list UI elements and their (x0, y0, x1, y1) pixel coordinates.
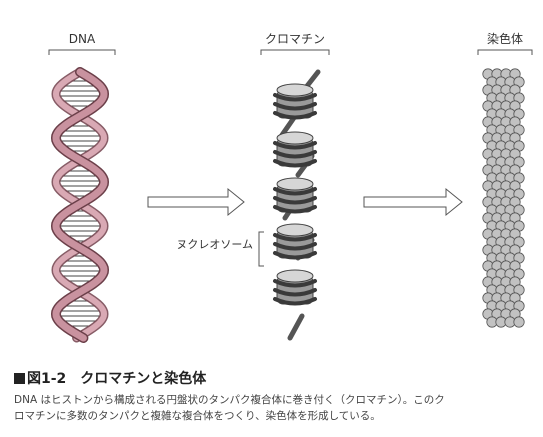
caption-line-2: ロマチンに多数のタンパクと複雑な複合体をつくり、染色体を形成している。 (14, 408, 543, 424)
caption-heading: クロマチンと染色体 (80, 371, 206, 387)
caption-marker (14, 373, 25, 384)
chromosome-beads (483, 69, 524, 327)
caption-title: 図1-2 クロマチンと染色体 (14, 368, 206, 388)
arrow-chromatin-to-chromosome (364, 189, 462, 215)
nucleosome-label: ヌクレオソーム (176, 238, 253, 251)
caption-line-1: DNA はヒストンから構成される円盤状のタンパク複合体に巻き付く（クロマチン）。… (14, 392, 543, 408)
nucleosome (275, 84, 315, 118)
dna-group: DNA (49, 32, 115, 338)
dna-label: DNA (69, 32, 96, 46)
dna-bracket (49, 50, 115, 55)
chromatin-label: クロマチン (265, 32, 325, 46)
figure-number: 図1-2 (27, 371, 66, 387)
chromatin-group: クロマチン ヌクレオソーム (176, 32, 329, 338)
figure-caption: 図1-2 クロマチンと染色体 DNA はヒストンから構成される円盤状のタンパク複合… (0, 368, 543, 437)
chromosome-bracket (478, 50, 532, 55)
nucleosome (275, 132, 315, 166)
chromatin-bracket (261, 50, 329, 55)
nucleosome-bracket (259, 232, 264, 266)
nucleosome (275, 270, 315, 304)
nucleosome (275, 224, 315, 258)
chromosome-label: 染色体 (487, 31, 523, 46)
nucleosome-stack (275, 84, 315, 304)
chromosome-bead (514, 317, 524, 327)
chromosome-group: 染色体 (478, 31, 532, 327)
arrow-dna-to-chromatin (148, 189, 244, 215)
nucleosome (275, 178, 315, 212)
caption-body: DNA はヒストンから構成される円盤状のタンパク複合体に巻き付く（クロマチン）。… (14, 392, 543, 424)
